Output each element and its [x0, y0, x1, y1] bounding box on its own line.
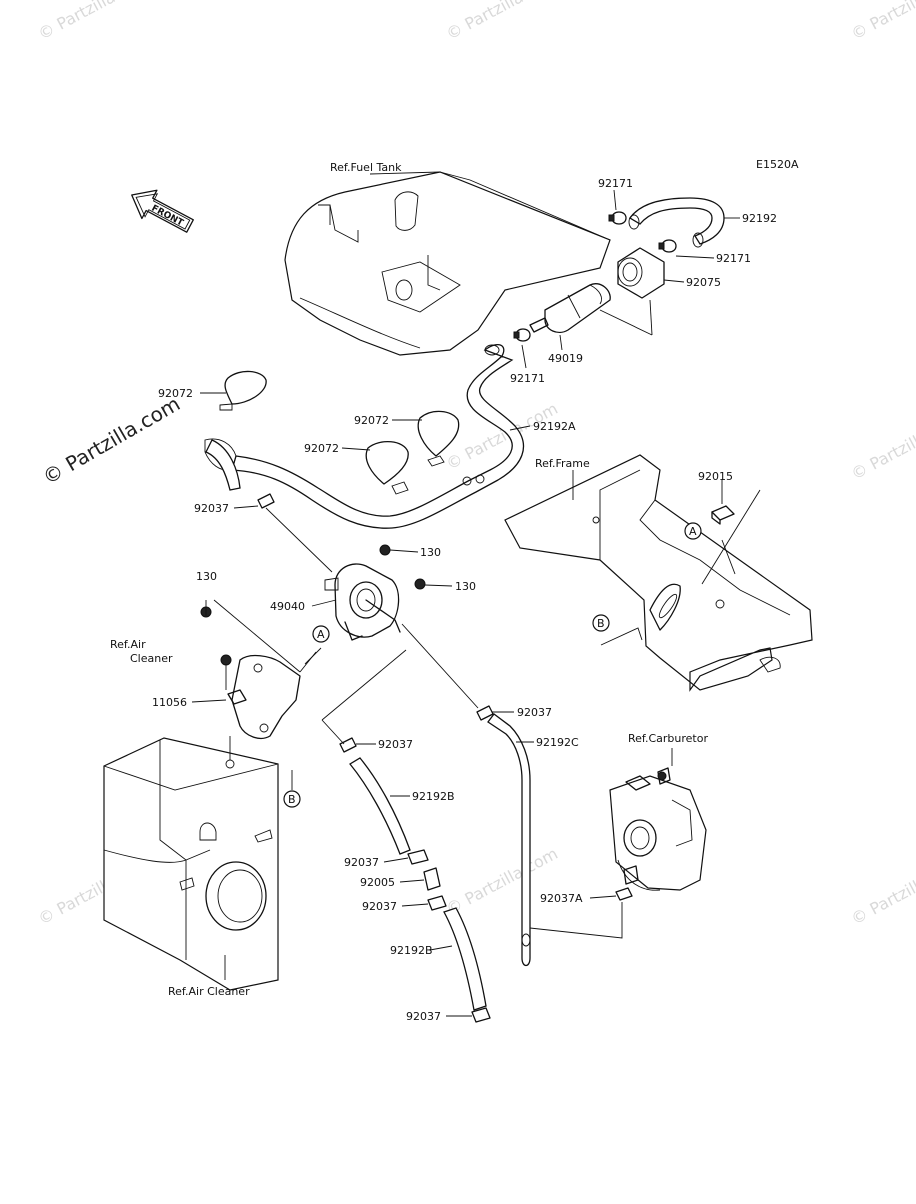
part-92192B-lower[interactable] — [443, 907, 487, 1011]
frame-ref — [504, 454, 813, 692]
label-130-c[interactable]: 130 — [196, 570, 217, 583]
label-92192B-b[interactable]: 92192B — [390, 944, 433, 957]
label-92192[interactable]: 92192 — [742, 212, 777, 225]
label-92192A[interactable]: 92192A — [533, 420, 576, 433]
label-92171-mid[interactable]: 92171 — [716, 252, 751, 265]
marker-b-frame: B — [592, 614, 643, 646]
part-92192[interactable] — [628, 197, 725, 248]
fuel-tank-ref: Ref.Fuel Tank — [284, 161, 611, 356]
watermark: © Partzilla.com — [443, 844, 561, 919]
clamp-92037-o[interactable] — [427, 895, 447, 911]
label-92192C[interactable]: 92192C — [536, 736, 579, 749]
label-92037-top[interactable]: 92037 — [194, 502, 229, 515]
ref-fuel-tank-label: Ref.Fuel Tank — [330, 161, 402, 174]
band-92072-mid-b[interactable] — [365, 441, 409, 495]
part-49019[interactable] — [529, 283, 611, 351]
part-92192B-upper[interactable] — [349, 757, 411, 855]
part-92005[interactable] — [423, 867, 441, 891]
watermark: © Partzilla.com — [848, 854, 916, 929]
label-11056[interactable]: 11056 — [152, 696, 187, 709]
clamp-92171-low[interactable] — [513, 328, 531, 369]
clamp-92037-top[interactable] — [257, 493, 333, 573]
watermark: © Partzilla.com — [848, 409, 916, 484]
label-92015[interactable]: 92015 — [698, 470, 733, 483]
watermark: © Partzilla.com — [848, 0, 916, 44]
label-92072-left[interactable]: 92072 — [158, 387, 193, 400]
ref-air-cleaner-label-line2: Cleaner — [130, 652, 173, 665]
ref-carburetor-label: Ref.Carburetor — [628, 732, 708, 745]
watermark-main: © Partzilla.com — [39, 391, 185, 489]
air-cleaner-ref — [103, 736, 279, 991]
clamp-92037-r[interactable] — [476, 705, 494, 721]
marker-a-bracket: A — [304, 625, 330, 665]
callouts: 92171 92192 92171 92075 49019 92171 9207… — [152, 177, 777, 1023]
part-49040[interactable] — [200, 544, 426, 641]
label-92037-r[interactable]: 92037 — [517, 706, 552, 719]
band-92072-mid-a[interactable] — [417, 410, 460, 467]
marker-b-label: B — [288, 793, 296, 806]
label-92037-n[interactable]: 92037 — [344, 856, 379, 869]
label-92037-m[interactable]: 92037 — [378, 738, 413, 751]
label-49019[interactable]: 49019 — [548, 352, 583, 365]
ref-frame-label: Ref.Frame — [535, 457, 590, 470]
label-92171-top[interactable]: 92171 — [598, 177, 633, 190]
clamp-92037A[interactable] — [615, 887, 633, 901]
label-130-a[interactable]: 130 — [420, 546, 441, 559]
part-92015[interactable] — [711, 480, 736, 575]
watermark: © Partzilla.com — [443, 0, 561, 44]
label-92192B-a[interactable]: 92192B — [412, 790, 455, 803]
label-92171-low[interactable]: 92171 — [510, 372, 545, 385]
label-92037-o[interactable]: 92037 — [362, 900, 397, 913]
marker-a-label: A — [317, 628, 325, 641]
watermark: © Partzilla.com — [35, 0, 153, 44]
front-arrow: FRONT — [131, 189, 194, 233]
ref-air-cleaner-label-line1: Ref.Air — [110, 638, 146, 651]
clamp-92037-bottom[interactable] — [471, 1007, 491, 1023]
marker-a-frame: A — [684, 522, 702, 540]
clamp-92171-mid[interactable] — [658, 239, 677, 253]
ref-air-cleaner-bottom-label: Ref.Air Cleaner — [168, 985, 250, 998]
marker-a-label: A — [689, 525, 697, 538]
diagram-code: E1520A — [756, 158, 799, 171]
label-92037A[interactable]: 92037A — [540, 892, 583, 905]
clamp-92037-m[interactable] — [339, 737, 357, 753]
label-92072-mid-b[interactable]: 92072 — [304, 442, 339, 455]
clamp-92171-top[interactable] — [608, 211, 627, 225]
carburetor-ref — [609, 748, 707, 891]
band-92072-left[interactable] — [219, 370, 267, 411]
label-92037-bottom[interactable]: 92037 — [406, 1010, 441, 1023]
part-92075[interactable] — [599, 247, 665, 336]
label-49040[interactable]: 49040 — [270, 600, 305, 613]
label-92005[interactable]: 92005 — [360, 876, 395, 889]
marker-b-cleaner: B — [283, 770, 301, 808]
label-92072-mid-a[interactable]: 92072 — [354, 414, 389, 427]
part-92192A[interactable] — [204, 343, 525, 529]
part-92192C[interactable] — [487, 713, 531, 967]
label-92075[interactable]: 92075 — [686, 276, 721, 289]
label-130-b[interactable]: 130 — [455, 580, 476, 593]
marker-b-label: B — [597, 617, 605, 630]
clamp-92037-n[interactable] — [407, 849, 429, 865]
front-arrow-label: FRONT — [150, 204, 186, 229]
bracket-11056[interactable] — [213, 599, 317, 740]
